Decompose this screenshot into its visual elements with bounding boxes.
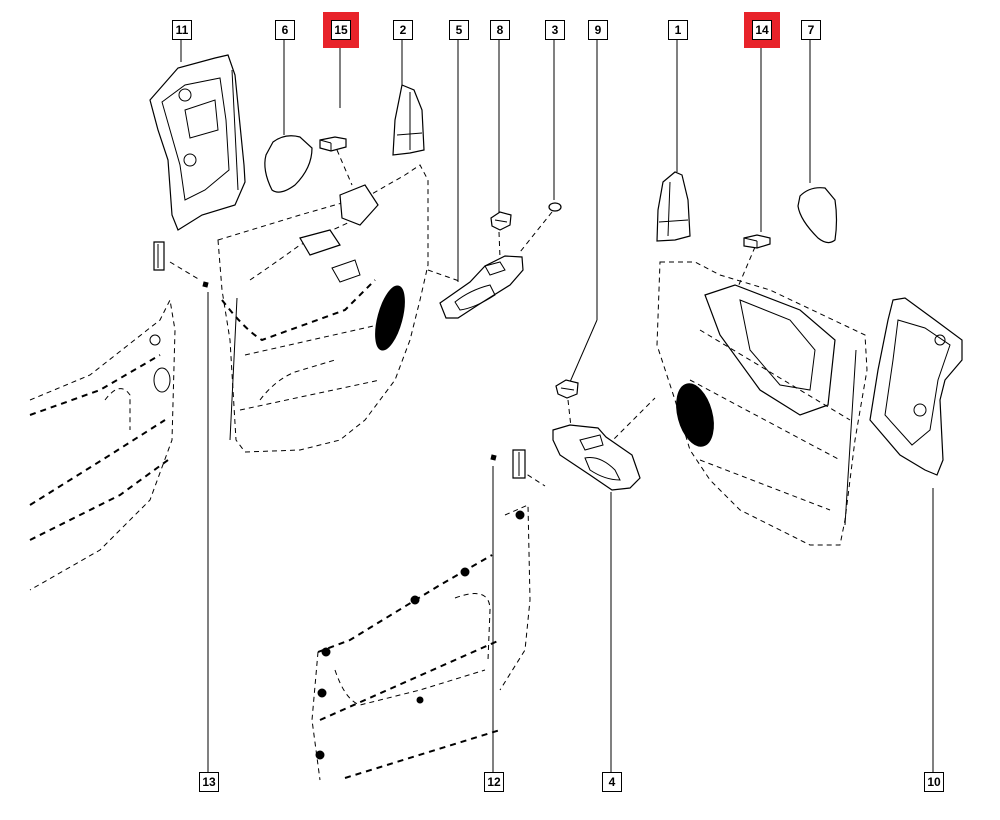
rear-door-panel-left [29, 298, 176, 591]
part-9-window-switch [555, 379, 579, 399]
callout-6[interactable]: 6 [275, 20, 295, 40]
callout-2[interactable]: 2 [393, 20, 413, 40]
part-5-armrest-bezel [439, 255, 524, 319]
callout-11[interactable]: 11 [172, 20, 192, 40]
part-14-foam-pad [743, 234, 771, 249]
clip-bracket-left [153, 241, 209, 288]
part-2-corner-trim [392, 84, 425, 156]
part-8-window-switch [490, 211, 512, 231]
callout-4[interactable]: 4 [602, 772, 622, 792]
callout-12[interactable]: 12 [484, 772, 504, 792]
rear-door-panel-bottom [311, 504, 531, 781]
callout-5[interactable]: 5 [449, 20, 469, 40]
callout-13[interactable]: 13 [199, 772, 219, 792]
right-door-trim-panel [656, 261, 868, 546]
part-7-speaker-membrane [797, 187, 838, 244]
part-6-speaker-membrane [264, 135, 313, 193]
part-10-inner-bracket-panel [869, 297, 963, 476]
callout-9[interactable]: 9 [588, 20, 608, 40]
callout-3[interactable]: 3 [545, 20, 565, 40]
part-4-armrest-bezel [552, 424, 641, 491]
clip-bracket-right [490, 449, 526, 479]
part-11-inner-bracket-panel [149, 54, 246, 231]
part-15-foam-pad [319, 136, 347, 152]
part-3-clip [548, 202, 562, 212]
callout-14[interactable]: 14 [744, 12, 780, 48]
callout-1[interactable]: 1 [668, 20, 688, 40]
left-door-trim-panel [217, 164, 429, 453]
callout-10[interactable]: 10 [924, 772, 944, 792]
callout-7[interactable]: 7 [801, 20, 821, 40]
part-1-corner-trim [656, 171, 691, 242]
callout-15[interactable]: 15 [323, 12, 359, 48]
callout-8[interactable]: 8 [490, 20, 510, 40]
leader-lines [169, 39, 934, 772]
